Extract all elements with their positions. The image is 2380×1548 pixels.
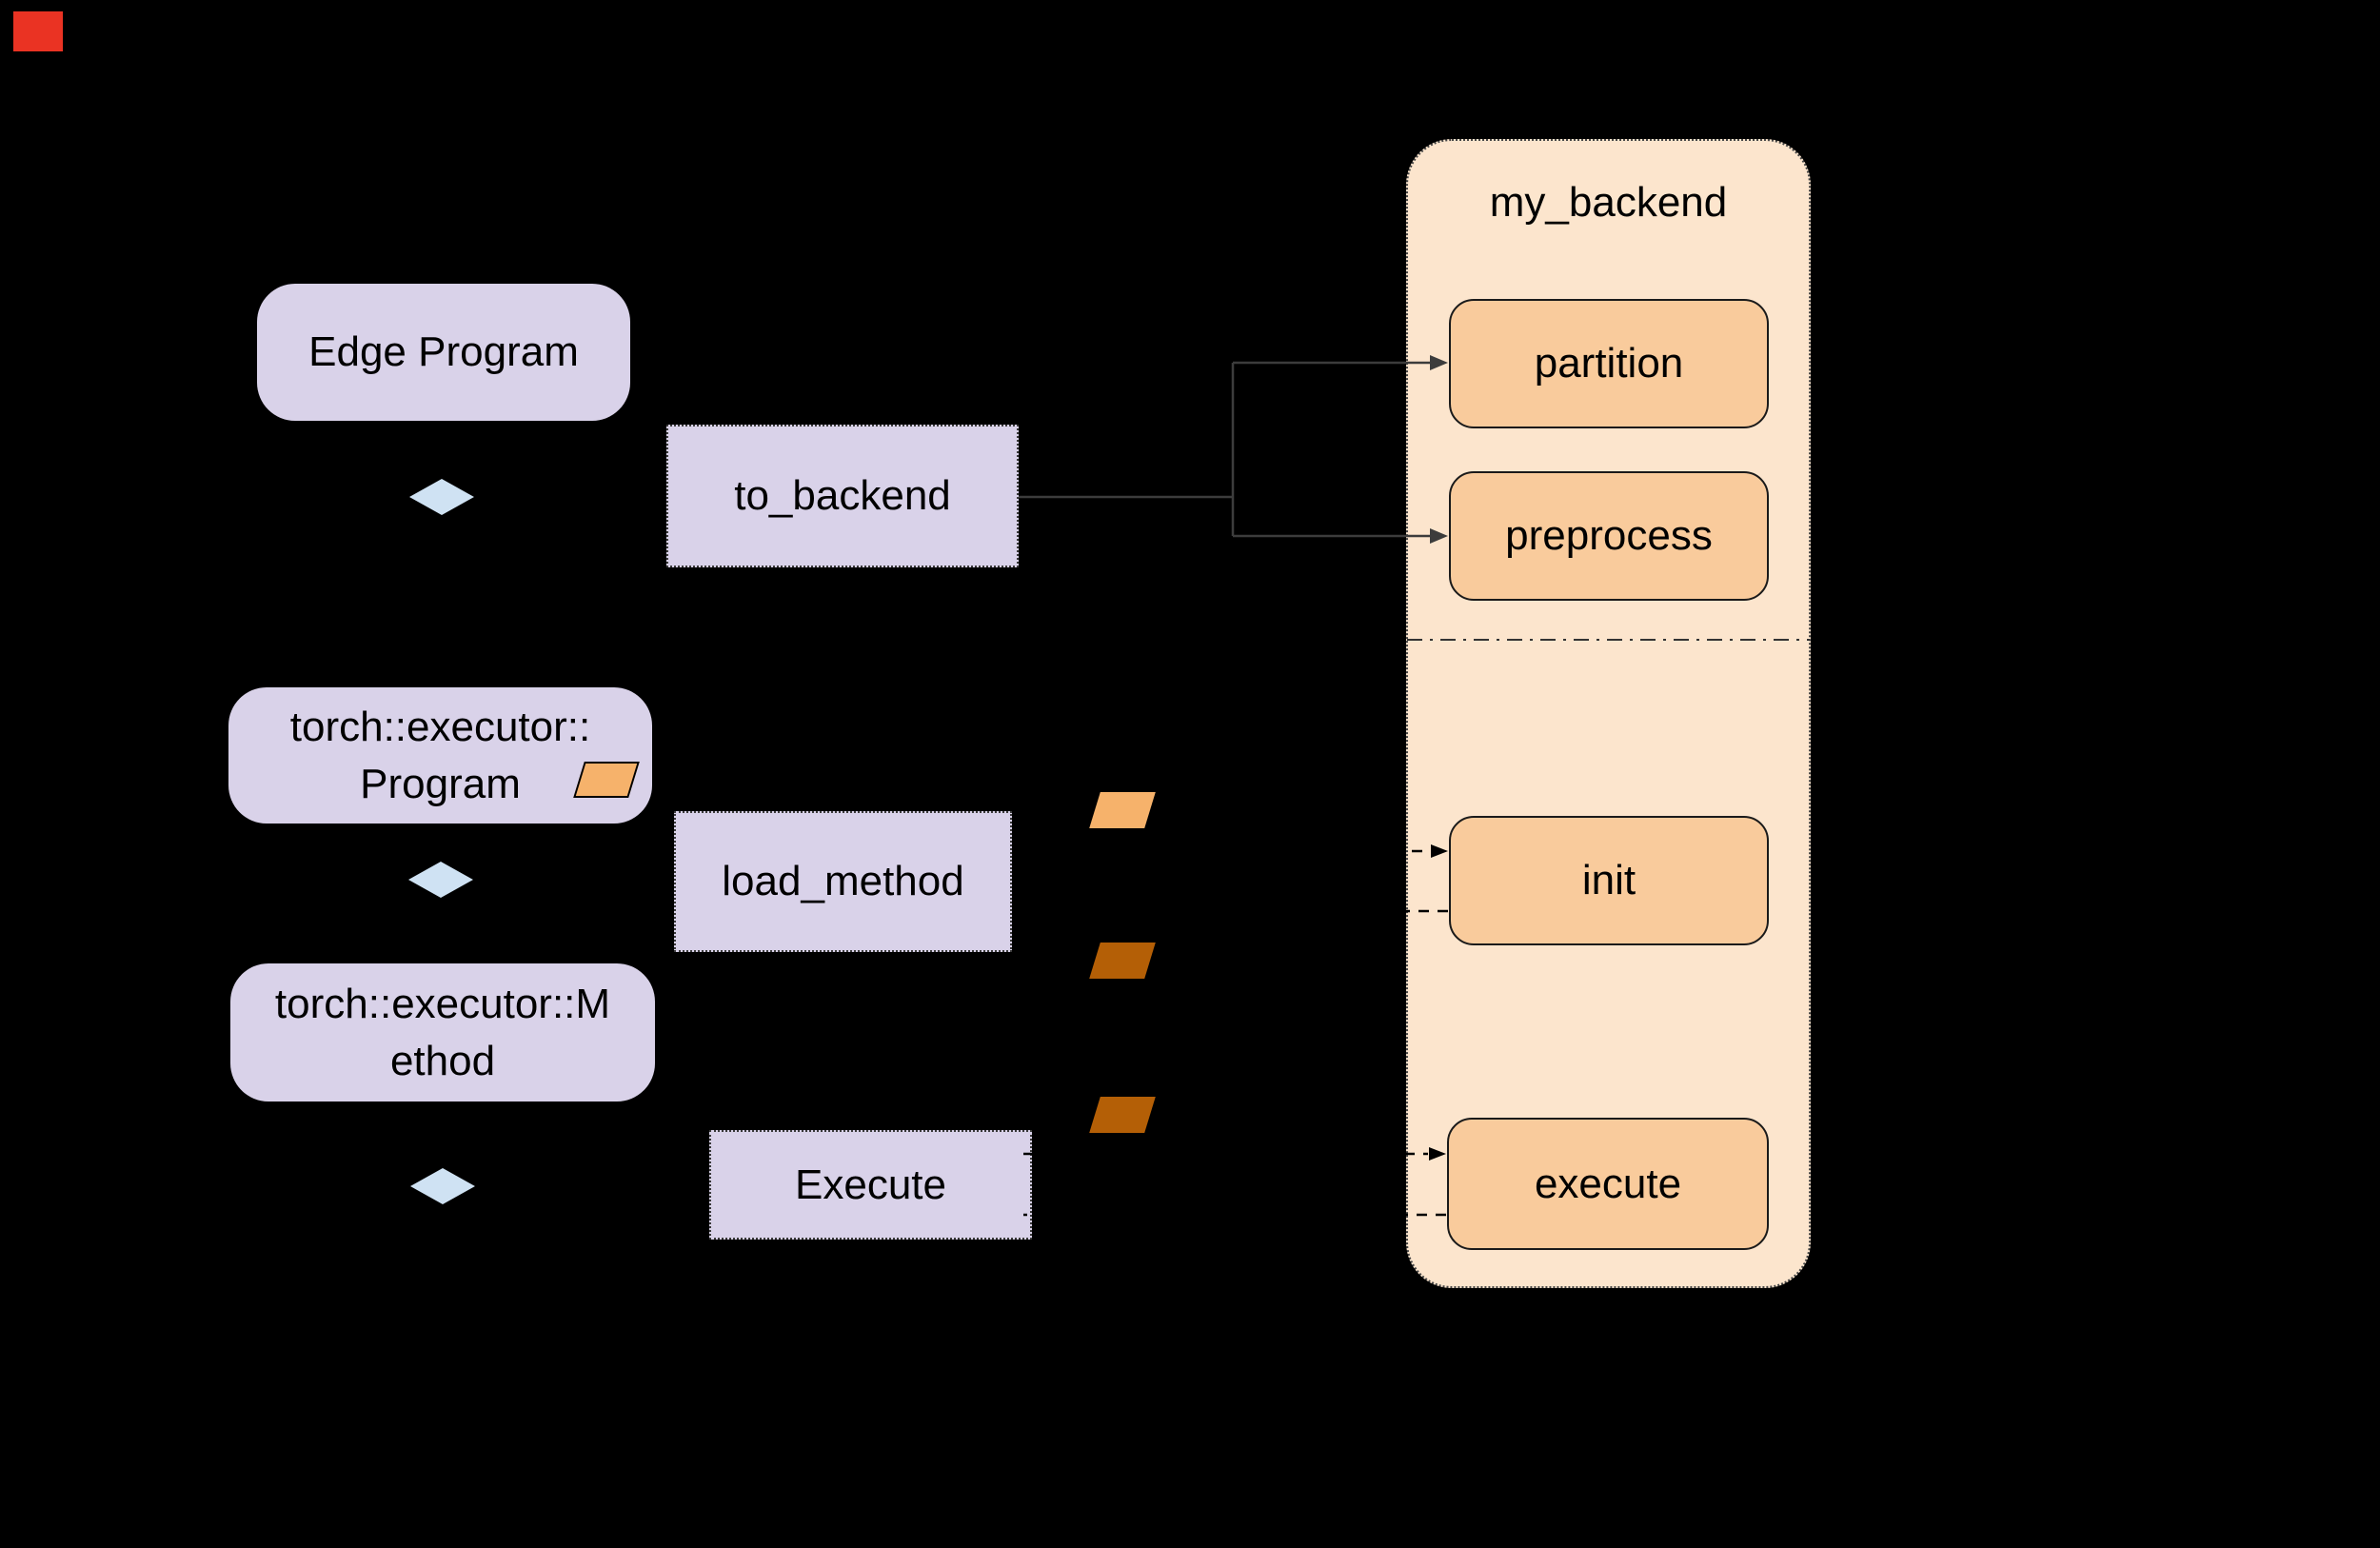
method-label-line2: ethod [389,1037,496,1084]
execute-label: execute [1534,1160,1682,1207]
program-label-line2: Program [360,760,521,807]
corner-red-marker [13,11,63,51]
to-backend-node: to_backend [666,425,1019,567]
program-data-parallelogram-icon [573,762,640,798]
load-method-node: load_method [674,811,1012,952]
execute-node: execute [1447,1118,1769,1250]
execute-call-label: Execute [795,1161,946,1208]
delegate-blob-parallelogram-icon [1089,1097,1156,1133]
program-data-parallelogram-icon [1089,792,1156,828]
partition-label: partition [1534,340,1684,387]
to-backend-label: to_backend [734,472,951,519]
dashed-connector-lines [1012,849,1448,1217]
edge-program-node: Edge Program [257,284,630,421]
diamond-icon [408,862,473,898]
edge-program-label: Edge Program [308,328,579,375]
delegate-blob-parallelogram-icon [1089,943,1156,979]
preprocess-label: preprocess [1505,512,1713,559]
torch-executor-program-node: torch::executor:: Program [228,687,652,824]
diamond-icon [409,479,474,515]
my-backend-title: my_backend [1489,179,1728,226]
init-node: init [1449,816,1769,945]
partition-node: partition [1449,299,1769,428]
method-label-line1: torch::executor::M [274,980,611,1027]
init-label: init [1581,857,1636,903]
torch-executor-method-node: torch::executor::M ethod [230,963,655,1101]
load-method-label: load_method [722,858,964,904]
solid-connector-lines [1019,361,1432,538]
program-label-line1: torch::executor:: [289,703,591,750]
execute-call-node: Execute [709,1130,1032,1240]
preprocess-node: preprocess [1449,471,1769,601]
diamond-icon [410,1168,475,1204]
